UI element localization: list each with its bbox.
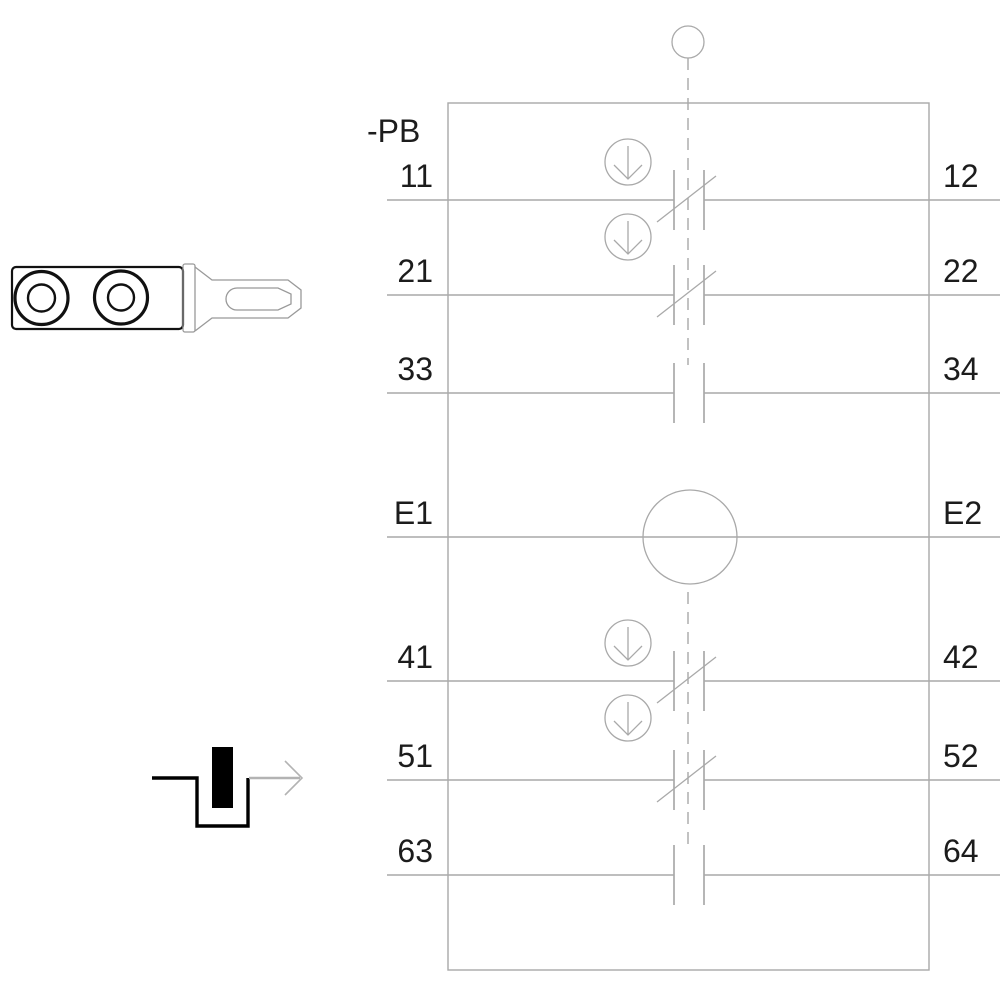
terminal-label-E2: E2 bbox=[943, 495, 982, 531]
button-inner-ring-1 bbox=[26, 283, 57, 313]
actuator-knob-circle bbox=[671, 25, 705, 59]
product-shaft-outline bbox=[194, 266, 302, 332]
terminal-label-52: 52 bbox=[943, 738, 979, 774]
device-label: -PB bbox=[367, 113, 420, 149]
nc-slash bbox=[656, 270, 717, 318]
contact-row-11-12 bbox=[387, 170, 1000, 230]
nc-slash bbox=[656, 175, 717, 223]
terminal-label-33: 33 bbox=[397, 351, 433, 387]
product-body-outline bbox=[10, 265, 185, 331]
latch-arrow-head bbox=[284, 760, 304, 796]
lamp-row-E1-E2 bbox=[387, 489, 1000, 585]
positive-opening-arrow-icon bbox=[604, 619, 652, 667]
terminal-label-64: 64 bbox=[943, 833, 979, 869]
button-outer-ring-2 bbox=[92, 269, 150, 326]
latch-plunger-block bbox=[212, 747, 233, 808]
contact-block-schematic: -PB 11 12 21 22 33 34 E1 E2 41 42 51 52 … bbox=[367, 25, 1000, 971]
button-inner-ring-2 bbox=[106, 283, 136, 312]
product-shaft-slot bbox=[225, 287, 292, 311]
button-outer-ring-1 bbox=[13, 269, 70, 327]
positive-opening-icons bbox=[604, 138, 652, 742]
contact-row-33-34 bbox=[387, 363, 1000, 423]
product-line-drawing bbox=[10, 263, 302, 333]
contact-row-63-64 bbox=[387, 845, 1000, 905]
contact-row-51-52 bbox=[387, 750, 1000, 810]
positive-opening-arrow-icon bbox=[604, 213, 652, 261]
product-collar bbox=[182, 263, 196, 333]
terminal-label-34: 34 bbox=[943, 351, 979, 387]
terminal-label-63: 63 bbox=[397, 833, 433, 869]
positive-opening-arrow-icon bbox=[604, 694, 652, 742]
terminal-label-42: 42 bbox=[943, 639, 979, 675]
terminal-label-41: 41 bbox=[397, 639, 433, 675]
latch-notch-outline bbox=[152, 776, 250, 828]
positive-opening-arrow-icon bbox=[604, 138, 652, 186]
contact-row-41-42 bbox=[387, 651, 1000, 711]
nc-slash bbox=[656, 755, 717, 803]
terminal-label-51: 51 bbox=[397, 738, 433, 774]
terminal-label-11: 11 bbox=[400, 158, 433, 194]
contact-row-21-22 bbox=[387, 265, 1000, 325]
terminal-label-E1: E1 bbox=[394, 495, 433, 531]
terminal-label-21: 21 bbox=[397, 253, 433, 289]
lamp-circle-icon bbox=[642, 489, 738, 585]
latching-function-icon bbox=[152, 747, 304, 828]
nc-slash bbox=[656, 656, 717, 704]
terminal-label-12: 12 bbox=[943, 158, 979, 194]
terminal-label-22: 22 bbox=[943, 253, 979, 289]
